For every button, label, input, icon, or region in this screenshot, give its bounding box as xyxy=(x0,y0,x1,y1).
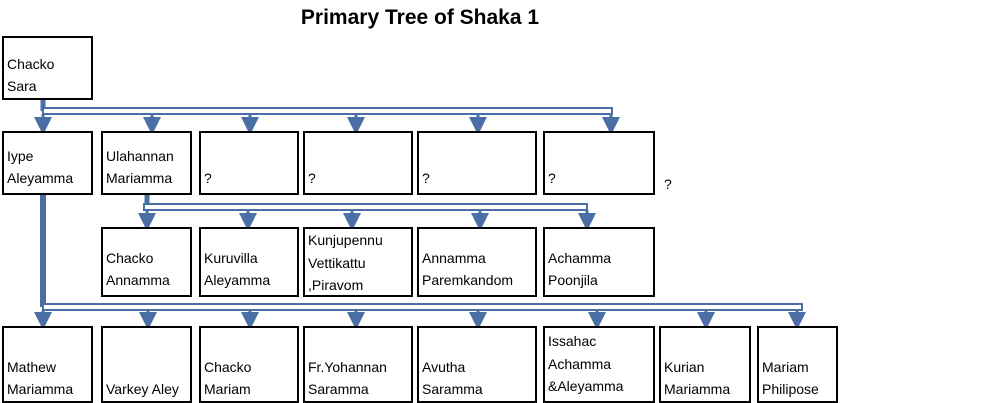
node-gen2-iype-line-2: Aleyamma xyxy=(7,170,74,186)
gen2-bus-bar xyxy=(42,107,613,115)
node-gen3i-yohannan: Fr.Yohannan Saramma xyxy=(303,326,413,403)
node-gen2-unknown-3: ? xyxy=(417,131,537,195)
node-gen3i-kurian-line-2: Mariamma xyxy=(664,381,731,397)
node-gen2-unknown-1: ? xyxy=(199,131,299,195)
node-gen2-unknown-3-line: ? xyxy=(422,170,430,186)
node-gen3i-issahac-line-2: Achamma xyxy=(548,355,612,372)
node-gen2-unknown-4-line: ? xyxy=(548,170,556,186)
node-gen3i-mathew: Mathew Mariamma xyxy=(2,326,93,403)
node-gen3i-chacko: Chacko Mariam xyxy=(199,326,299,403)
gen3-ulahannan-bus-bar xyxy=(143,203,588,211)
node-gen3u-annamma-line-2: Paremkandom xyxy=(422,272,514,288)
node-gen3u-kunjupennu-line-2: Vettikattu xyxy=(308,254,366,271)
node-gen3i-issahac: Issahac Achamma &Aleyamma xyxy=(543,326,655,403)
node-gen3u-achamma: Achamma Poonjila xyxy=(543,227,655,297)
node-gen3i-mathew-line-1: Mathew xyxy=(7,359,57,375)
node-gen3u-kunjupennu: Kunjupennu Vettikattu ,Piravom xyxy=(303,227,413,297)
node-gen3i-issahac-line-3: &Aleyamma xyxy=(548,378,624,394)
node-gen3i-mathew-line-2: Mariamma xyxy=(7,381,74,397)
node-gen3i-issahac-line-1: Issahac xyxy=(548,333,597,349)
node-gen3i-yohannan-line-1: Fr.Yohannan xyxy=(308,359,387,375)
node-gen3u-annamma: Annamma Paremkandom xyxy=(417,227,537,297)
node-gen3u-achamma-line-2: Poonjila xyxy=(548,272,598,288)
node-gen3i-mariam: Mariam Philipose xyxy=(757,326,838,403)
node-gen2-ulahannan-line-1: Ulahannan xyxy=(106,148,174,164)
node-gen2-ulahannan: Ulahannan Mariamma xyxy=(101,131,192,195)
node-gen2-unknown-4: ? xyxy=(543,131,655,195)
node-gen3i-avutha: Avutha Saramma xyxy=(417,326,537,403)
node-gen3u-chacko: Chacko Annamma xyxy=(101,227,192,297)
node-gen2-ulahannan-line-2: Mariamma xyxy=(106,170,173,186)
node-gen2-unknown-2-line: ? xyxy=(308,170,316,186)
node-root-line-1: Chacko xyxy=(7,56,55,72)
node-gen3i-kurian-line-1: Kurian xyxy=(664,359,705,375)
node-gen3u-chacko-line-2: Annamma xyxy=(106,272,170,288)
node-root-line-2: Sara xyxy=(7,78,37,94)
node-gen2-unknown-2: ? xyxy=(303,131,413,195)
node-gen3u-kuruvilla-line-2: Aleyamma xyxy=(204,272,271,288)
node-gen2-iype: Iype Aleyamma xyxy=(2,131,93,195)
gen3-iype-bus-bar xyxy=(42,303,803,311)
node-gen3i-mariam-line-2: Philipose xyxy=(762,381,819,397)
node-gen3i-varkey-line-1: Varkey Aley xyxy=(106,381,179,397)
node-gen3i-mariam-line-1: Mariam xyxy=(762,359,809,375)
node-gen3i-chacko-line-2: Mariam xyxy=(204,381,251,397)
node-gen3u-annamma-line-1: Annamma xyxy=(422,250,486,266)
node-gen3i-yohannan-line-2: Saramma xyxy=(308,381,369,397)
node-gen2-iype-line-1: Iype xyxy=(7,148,34,164)
node-gen3u-kuruvilla: Kuruvilla Aleyamma xyxy=(199,227,299,297)
node-gen3u-kunjupennu-line-3: ,Piravom xyxy=(308,277,364,293)
node-gen3i-varkey: Varkey Aley xyxy=(101,326,192,403)
node-gen3i-avutha-line-1: Avutha xyxy=(422,359,466,375)
node-gen3u-kunjupennu-line-1: Kunjupennu xyxy=(308,232,383,248)
node-gen3u-kuruvilla-line-1: Kuruvilla xyxy=(204,250,258,266)
node-gen3i-avutha-line-2: Saramma xyxy=(422,381,483,397)
diagram-title: Primary Tree of Shaka 1 xyxy=(300,6,540,29)
node-gen2-unknown-1-line: ? xyxy=(204,170,212,186)
node-root: Chacko Sara xyxy=(2,36,93,100)
node-gen2-unknown-5-label: ? xyxy=(664,176,672,192)
node-gen3i-kurian: Kurian Mariamma xyxy=(659,326,751,403)
node-gen3i-chacko-line-1: Chacko xyxy=(204,359,252,375)
node-gen3u-chacko-line-1: Chacko xyxy=(106,250,154,266)
node-gen3u-achamma-line-1: Achamma xyxy=(548,250,612,266)
